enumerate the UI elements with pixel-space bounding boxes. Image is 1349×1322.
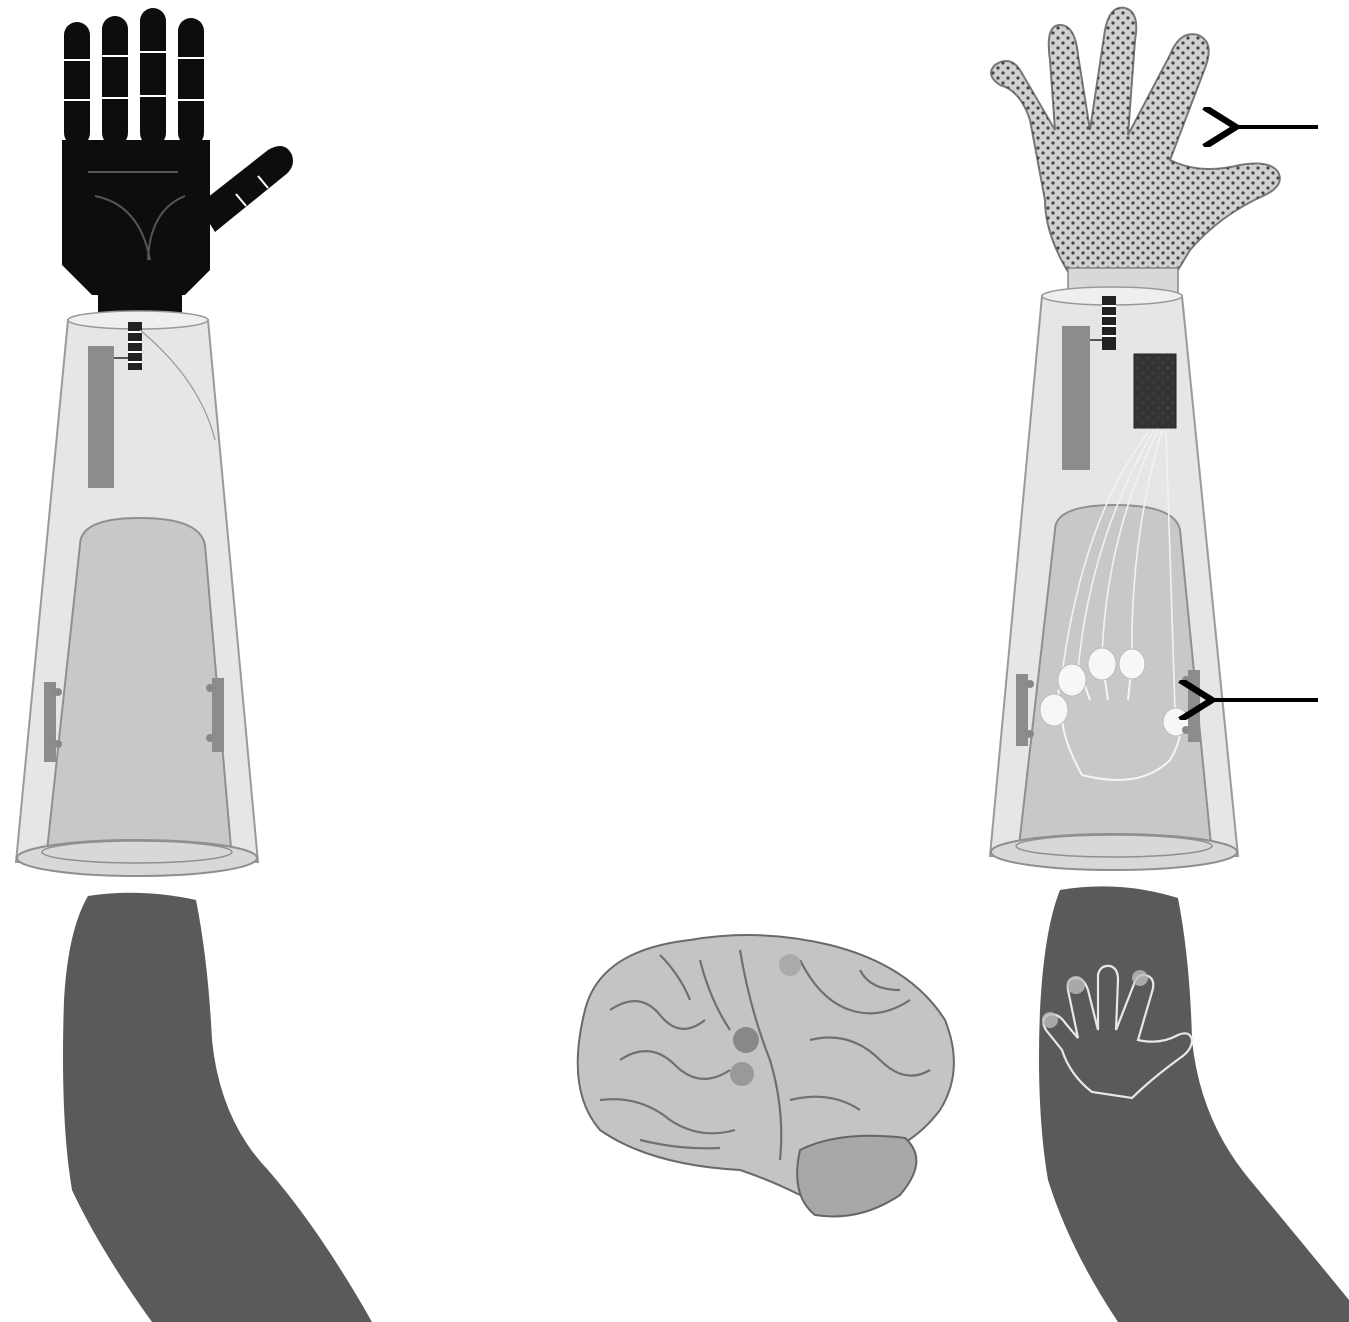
- battery-strip: [88, 346, 114, 488]
- left-socket: [16, 311, 258, 876]
- right-residual-limb: [1039, 886, 1349, 1322]
- connector: [1102, 296, 1116, 350]
- brain: [578, 935, 954, 1216]
- left-residual-limb: [63, 893, 372, 1322]
- robotic-hand: [62, 8, 293, 320]
- brain-marker: [733, 1027, 759, 1053]
- brain-marker: [730, 1062, 754, 1086]
- cerebellum: [797, 1136, 916, 1217]
- right-panel: [990, 8, 1349, 1322]
- brain-marker: [779, 954, 801, 976]
- battery-strip: [1062, 326, 1090, 470]
- right-socket: [990, 287, 1238, 870]
- electrode-left: [44, 682, 56, 762]
- left-panel: [16, 8, 372, 1322]
- sensorized-glove: [991, 8, 1280, 298]
